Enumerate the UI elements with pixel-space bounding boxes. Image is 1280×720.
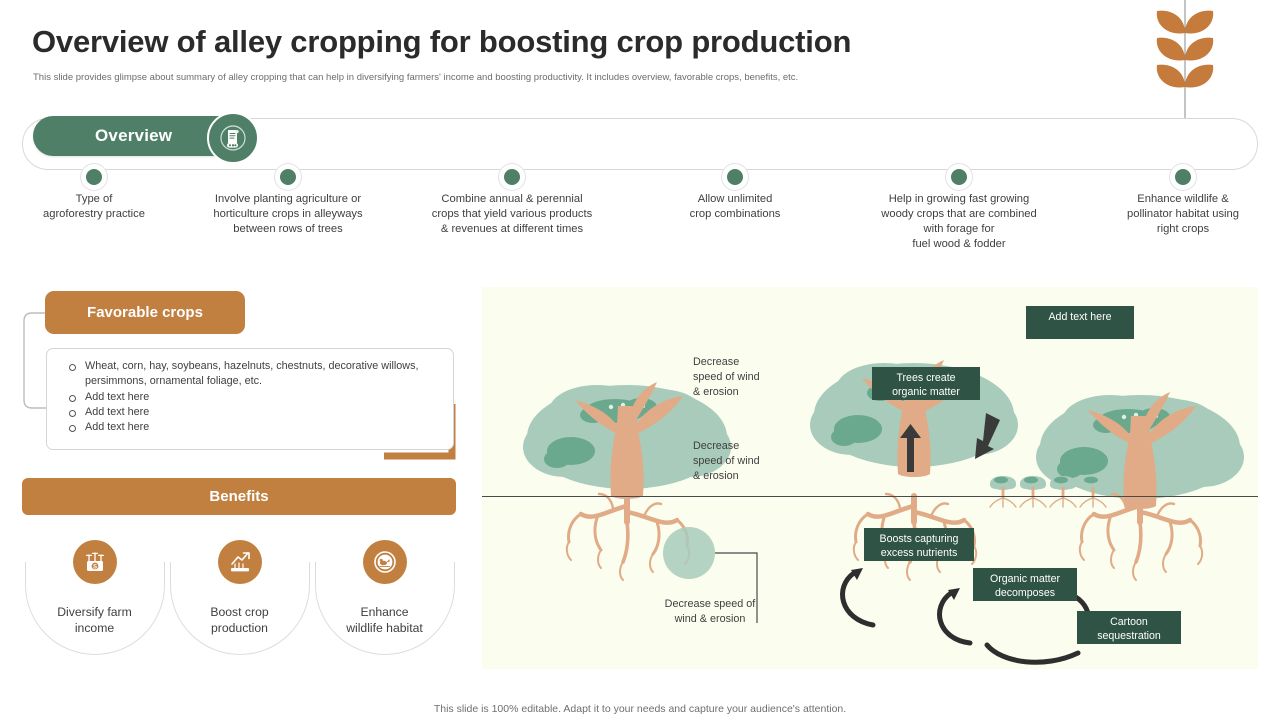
timeline-dot-icon <box>635 162 835 192</box>
illustration-label-trees-create-organic-matter[interactable]: Trees create organic matter <box>872 367 980 400</box>
wildlife-badge-icon <box>362 540 407 584</box>
benefit-label: Boost crop production <box>210 605 269 636</box>
page-subtitle: This slide provides glimpse about summar… <box>33 72 799 83</box>
illustration-note: Decrease speed of wind & erosion <box>693 356 760 398</box>
overview-node-text: Type of agroforestry practice <box>43 193 145 220</box>
timeline-dot-icon <box>859 162 1059 192</box>
illustration-label-boosts-capturing-excess-nutrients[interactable]: Boosts capturing excess nutrients <box>864 528 974 561</box>
overview-node[interactable]: Enhance wildlife & pollinator habitat us… <box>1083 162 1280 237</box>
illustration-note: Decrease speed of wind & erosion <box>693 440 760 482</box>
overview-node[interactable]: Allow unlimited crop combinations <box>635 162 835 222</box>
overview-nodes: Type of agroforestry practice Involve pl… <box>0 0 1280 300</box>
list-item-text: Wheat, corn, hay, soybeans, hazelnuts, c… <box>85 360 419 388</box>
overview-node[interactable]: Combine annual & perennial crops that yi… <box>412 162 612 237</box>
illustration-graphic <box>523 360 1244 665</box>
svg-text:S: S <box>92 565 96 571</box>
overview-label: Overview <box>95 126 173 145</box>
bullet-icon <box>69 394 76 402</box>
list-item[interactable]: Wheat, corn, hay, soybeans, hazelnuts, c… <box>57 359 443 390</box>
growth-arrow-field-icon <box>217 540 262 584</box>
wheat-decoration-icon <box>1156 0 1214 128</box>
benefit-item-enhance-wildlife-habitat[interactable]: Enhance wildlife habitat <box>312 540 457 670</box>
list-item-text: Add text here <box>85 405 150 418</box>
benefit-label: Diversify farm income <box>57 605 132 636</box>
timeline-dot-icon <box>1083 162 1280 192</box>
benefit-label: Enhance wildlife habitat <box>346 605 423 636</box>
list-item-text: Add text here <box>85 421 150 434</box>
document-scroll-icon <box>207 112 259 164</box>
overview-node-text: Help in growing fast growing woody crops… <box>881 193 1037 250</box>
overview-node-text: Enhance wildlife & pollinator habitat us… <box>1127 193 1239 235</box>
favorable-crops-heading-label: Favorable crops <box>87 304 203 321</box>
overview-node-text: Combine annual & perennial crops that yi… <box>431 193 593 235</box>
benefits-heading[interactable]: Benefits <box>22 478 456 515</box>
overview-node-text: Allow unlimited crop combinations <box>689 193 781 220</box>
illustration-label-cartoon-sequestration[interactable]: Cartoon sequestration <box>1077 611 1181 644</box>
timeline-dot-icon <box>188 162 388 192</box>
page-title: Overview of alley cropping for boosting … <box>32 24 852 59</box>
ground-line <box>482 496 1258 497</box>
bullet-icon <box>69 364 76 371</box>
overview-node[interactable]: Type of agroforestry practice <box>0 162 194 222</box>
list-item-text: Add text here <box>85 390 150 403</box>
timeline-dot-icon <box>412 162 612 192</box>
illustration-note: Decrease speed of wind & erosion <box>664 598 756 625</box>
bullet-icon <box>69 425 76 433</box>
timeline-dot-icon <box>0 162 194 192</box>
illustration-label-add-text-here[interactable]: Add text here <box>1026 306 1134 339</box>
list-item[interactable]: Add text here <box>57 420 443 435</box>
bullet-icon <box>69 409 76 417</box>
benefits-heading-label: Benefits <box>209 488 269 505</box>
favorable-crops-list: Wheat, corn, hay, soybeans, hazelnuts, c… <box>46 348 454 450</box>
list-item[interactable]: Add text here <box>57 405 443 420</box>
money-crop-basket-icon: S <box>72 540 117 584</box>
benefit-item-diversify-farm-income[interactable]: S Diversify farm income <box>22 540 167 670</box>
illustration-label-organic-matter-decomposes[interactable]: Organic matter decomposes <box>973 568 1077 601</box>
overview-pill[interactable]: Overview <box>33 112 259 164</box>
overview-node[interactable]: Involve planting agriculture or horticul… <box>188 162 388 237</box>
overview-node-text: Involve planting agriculture or horticul… <box>213 193 363 235</box>
list-item[interactable]: Add text here <box>57 390 443 405</box>
benefits-list: S Diversify farm income Boost crop produ… <box>22 540 458 670</box>
alley-cropping-illustration: Decrease speed of wind & erosion Decreas… <box>482 287 1258 669</box>
benefit-item-boost-crop-production[interactable]: Boost crop production <box>167 540 312 670</box>
favorable-crops-heading[interactable]: Favorable crops <box>45 291 245 334</box>
overview-node[interactable]: Help in growing fast growing woody crops… <box>859 162 1059 252</box>
footer-note: This slide is 100% editable. Adapt it to… <box>433 703 847 715</box>
